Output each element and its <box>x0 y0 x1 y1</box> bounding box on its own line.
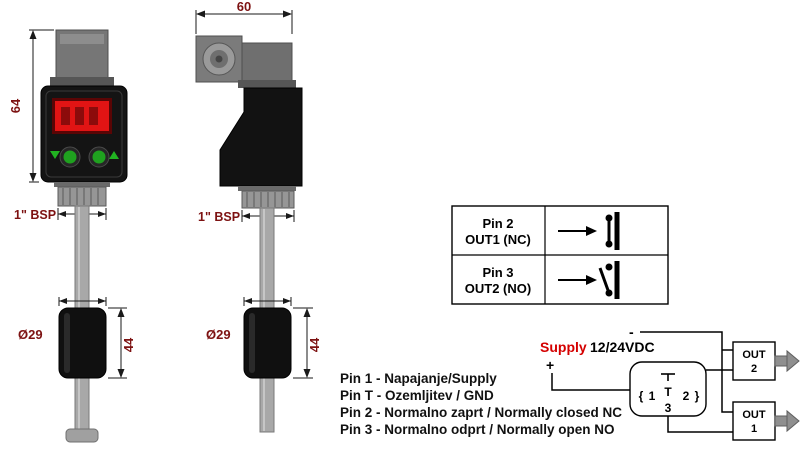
side-thread-dimension: 1" BSP <box>198 210 295 224</box>
connector-outline <box>629 361 707 417</box>
front-float-diameter-dimension: Ø29 <box>18 297 107 342</box>
pin-legend-line-4: Pin 3 - Normalno odprt / Normally open N… <box>340 422 615 437</box>
front-float-length-dimension: 44 <box>108 307 136 379</box>
table-row2-pin: Pin 3 <box>482 265 513 280</box>
pin-legend: Pin 1 - Napajanje/Supply Pin T - Ozemlji… <box>340 371 622 437</box>
out1-number: 1 <box>751 423 757 435</box>
front-connector <box>50 29 114 86</box>
connector-highlight <box>60 34 104 44</box>
nc-contact-symbol-icon <box>558 212 620 250</box>
out1-arrow-icon <box>774 409 800 433</box>
right-button <box>92 150 106 164</box>
output-table: Pin 2 OUT1 (NC) Pin 3 OUT2 (NO) <box>451 205 669 305</box>
front-height-dimension: 64 <box>8 29 54 183</box>
front-thread-dimension: 1" BSP <box>14 208 107 222</box>
connector-collar <box>50 77 114 86</box>
front-float-length-label: 44 <box>121 337 136 352</box>
side-thread-label: 1" BSP <box>198 210 240 224</box>
pin-legend-line-3: Pin 2 - Normalno zaprt / Normally closed… <box>340 405 622 420</box>
side-thread-nut <box>238 186 296 209</box>
connector-pinout: { 1 T 2 } 3 <box>629 361 707 417</box>
pin-brace-left: { <box>639 389 644 403</box>
front-thread-nut <box>54 182 110 207</box>
out1-wire <box>667 416 733 433</box>
side-connector <box>195 35 296 88</box>
out2-number: 2 <box>751 363 757 375</box>
side-float <box>243 307 292 379</box>
pin-1-label: 1 <box>649 389 656 403</box>
side-float-diameter-label: Ø29 <box>206 327 231 342</box>
thread-hatch <box>62 188 99 205</box>
out1-box: OUT 1 <box>732 401 800 441</box>
no-contact-symbol-icon <box>558 261 620 299</box>
front-height-label: 64 <box>8 98 23 113</box>
pin-brace-right: } <box>695 389 700 403</box>
left-button <box>63 150 77 164</box>
pin-2-label: 2 <box>683 389 690 403</box>
head-bezel <box>45 90 123 178</box>
table-row2-out: OUT2 (NO) <box>465 281 531 296</box>
up-arrow-icon <box>109 151 119 159</box>
side-housing <box>219 87 303 187</box>
side-width-label: 60 <box>237 0 251 14</box>
side-float-length-dimension: 44 <box>293 307 322 379</box>
supply-label: Supply <box>540 339 587 355</box>
side-float-length-label: 44 <box>307 337 322 352</box>
front-thread-label: 1" BSP <box>14 208 56 222</box>
pin-legend-line-2: Pin T - Ozemljitev / GND <box>340 388 494 403</box>
plus-label: + <box>546 357 554 373</box>
out2-arrow-icon <box>774 349 800 373</box>
front-display-head <box>40 85 128 183</box>
front-float-diameter-label: Ø29 <box>18 327 43 342</box>
front-stopper <box>65 428 99 443</box>
pin-legend-line-1: Pin 1 - Napajanje/Supply <box>340 371 497 386</box>
pin-3-label: 3 <box>665 401 672 415</box>
table-row1-out: OUT1 (NC) <box>465 232 531 247</box>
side-view: 60 <box>195 0 322 433</box>
side-float-diameter-dimension: Ø29 <box>206 297 292 342</box>
out2-box: OUT 2 <box>732 341 800 381</box>
voltage-label: 12/24VDC <box>590 339 655 355</box>
plus-wire <box>551 373 630 391</box>
pin-t-label: T <box>664 385 672 399</box>
display-digits <box>61 107 98 125</box>
minus-rail-wire <box>640 331 733 413</box>
table-row1-pin: Pin 2 <box>482 216 513 231</box>
side-width-dimension: 60 <box>195 0 293 34</box>
side-thread-hatch <box>246 192 290 207</box>
front-float <box>58 307 107 379</box>
out1-label: OUT <box>742 409 766 421</box>
down-arrow-icon <box>50 151 60 159</box>
out2-label: OUT <box>742 349 766 361</box>
minus-label: - <box>629 324 634 340</box>
wiring-schematic: Supply 12/24VDC + - { 1 T 2 } 3 OUT 2 <box>540 324 800 441</box>
front-view: 64 <box>8 29 136 443</box>
